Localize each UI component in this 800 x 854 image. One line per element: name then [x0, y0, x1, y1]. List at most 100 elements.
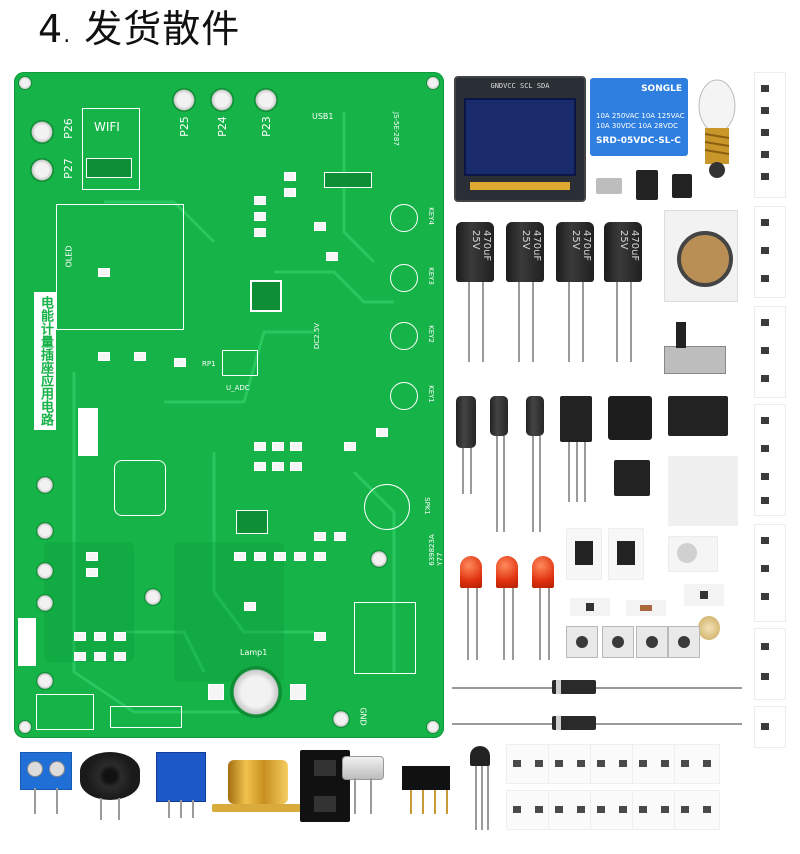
- cap-label: 470uF 25V: [520, 230, 542, 262]
- smd-footprint: [290, 462, 302, 471]
- smd-footprint: [290, 442, 302, 451]
- smd-footprint: [74, 652, 86, 661]
- smd-strip: [754, 706, 786, 748]
- pad: [36, 594, 54, 612]
- smd-footprint: [314, 552, 326, 561]
- cap-lead: [482, 282, 484, 362]
- smd-footprint: [94, 632, 106, 641]
- smd-footprint: [284, 172, 296, 181]
- label-rp1: RP1: [202, 360, 216, 368]
- led-lead: [539, 588, 541, 660]
- oled-pin-labels: GNDVCC SCL SDA: [490, 82, 550, 90]
- smd-footprint: [376, 428, 388, 437]
- pin-header: [402, 766, 450, 790]
- smd-footprint: [234, 552, 246, 561]
- sop-chip: [617, 541, 635, 565]
- reg-lead: [568, 442, 570, 502]
- smd-cell: [761, 643, 769, 650]
- dip-ic: [668, 396, 728, 436]
- diode-wire: [452, 687, 742, 689]
- smd-cell: [761, 375, 769, 382]
- transformer-outline: [114, 460, 166, 516]
- jumper-block: [668, 456, 738, 526]
- ic-socket: [608, 396, 652, 440]
- socket-tab: [212, 804, 302, 812]
- speaker-outline: [364, 484, 410, 530]
- smd-footprint: [294, 552, 306, 561]
- cap-label: 470uF 25V: [618, 230, 640, 262]
- label-u-adc: U_ADC: [226, 384, 250, 392]
- mount-hole: [426, 720, 440, 734]
- relay2-outline: [354, 602, 416, 674]
- sot-chip: [314, 760, 336, 776]
- smd-cell-pair: [632, 790, 678, 830]
- light-bulb: [698, 79, 736, 178]
- cap-lead: [630, 282, 632, 362]
- label-usb1: USB1: [312, 112, 334, 121]
- cap-lead: [518, 282, 520, 362]
- lamp-socket-pad: [230, 666, 282, 718]
- header-lead: [410, 790, 412, 814]
- cap-lead: [468, 282, 470, 362]
- relay-outline: [56, 204, 184, 330]
- label-key1: KEY1: [426, 385, 435, 403]
- smd-footprint: [254, 462, 266, 471]
- sop-chip: [575, 541, 593, 565]
- smd-footprint: [254, 196, 266, 205]
- red-led: [532, 556, 554, 588]
- smd-footprint: [94, 652, 106, 661]
- board-title: 电能计量插座应用电路: [34, 292, 56, 430]
- pad-p26: [30, 120, 54, 144]
- cap-lead: [539, 436, 541, 532]
- header-lead: [422, 790, 424, 814]
- smd-cell: [761, 219, 769, 226]
- smd-cell: [761, 347, 769, 354]
- smd-cell: [761, 593, 769, 600]
- red-led: [460, 556, 482, 588]
- smd-footprint: [326, 252, 338, 261]
- sop-module: [566, 528, 602, 580]
- pad-p25: [172, 88, 196, 112]
- reg-lead: [576, 442, 578, 502]
- label-lamp: Lamp1: [240, 648, 268, 657]
- crystal-lead: [370, 778, 372, 814]
- smd-cell-pair: [548, 790, 594, 830]
- smd-strip: [754, 306, 786, 398]
- page-title: 4. 发货散件: [38, 4, 240, 54]
- pot-knob: [677, 231, 733, 287]
- pot-lead: [168, 800, 170, 818]
- smd-strip: [754, 628, 786, 700]
- slide-switch: [664, 346, 726, 374]
- sop-module: [608, 528, 644, 580]
- pad: [36, 476, 54, 494]
- smd-footprint: [254, 552, 266, 561]
- smd-cell: [761, 673, 769, 680]
- terminal-lead: [56, 788, 58, 814]
- small-switch: [684, 584, 724, 606]
- crystal-lead: [354, 778, 356, 814]
- led-lead: [512, 588, 514, 660]
- smd-diode: [626, 600, 666, 616]
- smd-cell: [761, 151, 769, 158]
- capacitor-470uf: 470uF 25V: [556, 222, 594, 282]
- smd-cell: [761, 497, 769, 504]
- title-number: 4: [38, 7, 64, 51]
- smd-cell: [761, 319, 769, 326]
- pad-p24: [210, 88, 234, 112]
- smd-strip: [754, 404, 786, 516]
- smd-footprint: [114, 632, 126, 641]
- cap-label: 470uF 25V: [470, 230, 492, 262]
- label-key4: KEY4: [426, 207, 435, 225]
- potentiometer-large: [664, 210, 738, 302]
- terminal-outline: [36, 694, 94, 730]
- usb-connector: [596, 178, 622, 194]
- smd-footprint: [86, 568, 98, 577]
- pad: [36, 562, 54, 580]
- brass-standoff: [698, 616, 720, 640]
- sensor-dome: [677, 543, 697, 563]
- smd-footprint: [344, 442, 356, 451]
- smd-cell: [761, 537, 769, 544]
- mount-hole: [18, 720, 32, 734]
- relay: SONGLE 10A 250VAC 10A 125VAC 10A 30VDC 1…: [590, 78, 688, 156]
- pot-lead: [192, 800, 194, 818]
